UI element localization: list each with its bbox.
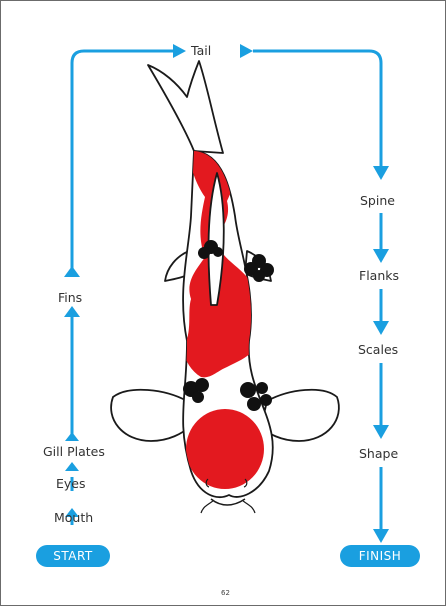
- koi-fish-illustration: [111, 61, 339, 513]
- arrowhead-to-finish: [373, 529, 389, 543]
- arrowhead-to-eyes: [65, 462, 79, 471]
- arrowhead-fins-top: [64, 266, 80, 277]
- koi-right-barbel: [243, 501, 255, 513]
- label-fins: Fins: [58, 291, 82, 305]
- label-spine: Spine: [360, 194, 395, 208]
- koi-red-head-spot: [186, 409, 264, 489]
- label-gill-plates: Gill Plates: [43, 445, 105, 459]
- arrowhead-to-gill-plates: [65, 432, 79, 441]
- start-badge: START: [36, 545, 110, 567]
- koi-left-pectoral-fin: [111, 390, 189, 441]
- label-eyes: Eyes: [56, 477, 86, 491]
- label-scales: Scales: [358, 343, 398, 357]
- label-mouth: Mouth: [54, 511, 93, 525]
- arrowhead-tail-out: [240, 44, 253, 58]
- finish-badge: FINISH: [340, 545, 420, 567]
- arrowhead-to-fins: [64, 306, 80, 317]
- page-number: 62: [221, 589, 230, 597]
- arrowhead-to-scales: [373, 321, 389, 335]
- arrowhead-to-spine: [373, 166, 389, 180]
- arrowhead-to-flanks: [373, 249, 389, 263]
- label-tail: Tail: [191, 44, 211, 58]
- arrowhead-to-tail: [173, 44, 186, 58]
- label-flanks: Flanks: [359, 269, 399, 283]
- label-shape: Shape: [359, 447, 398, 461]
- arrowhead-to-shape: [373, 425, 389, 439]
- koi-right-pectoral-fin: [261, 390, 339, 441]
- koi-mouth: [211, 499, 245, 505]
- koi-tail-fin: [148, 61, 223, 153]
- koi-left-barbel: [201, 501, 213, 513]
